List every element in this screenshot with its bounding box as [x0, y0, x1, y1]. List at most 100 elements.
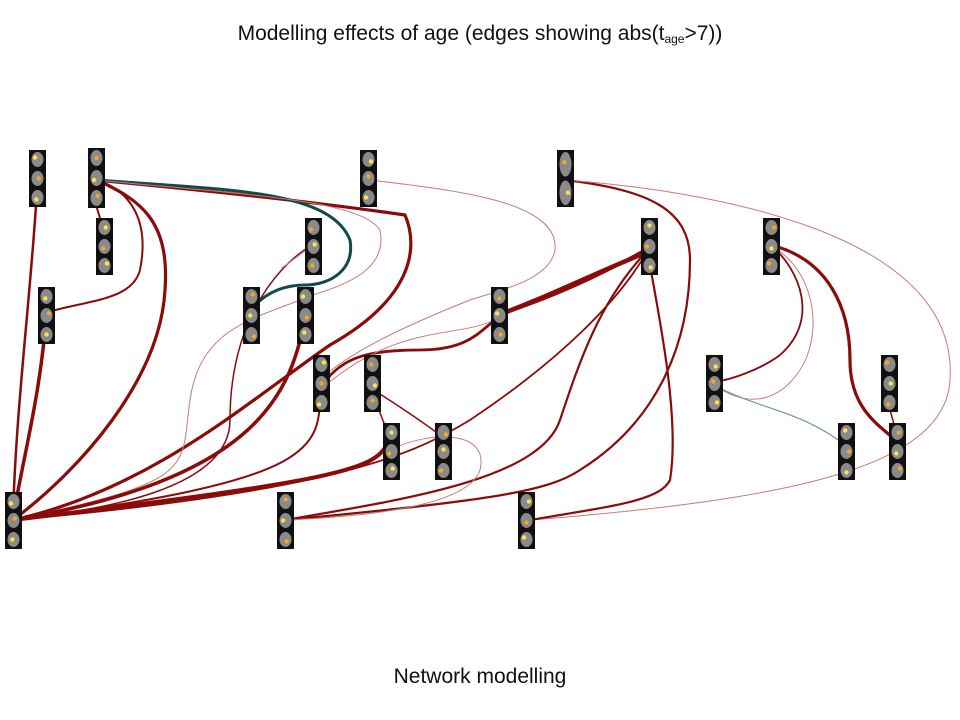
- brain-slice-icon: [90, 170, 103, 186]
- edge-19: [12, 249, 649, 521]
- activation-blob-icon: [494, 311, 500, 316]
- brain-node-n22: [277, 492, 294, 549]
- edge-7: [94, 178, 353, 307]
- activation-blob-icon: [843, 428, 848, 433]
- edge-30: [713, 384, 846, 446]
- brain-slice-icon: [520, 532, 533, 547]
- brain-node-n15: [706, 355, 723, 412]
- activation-blob-icon: [251, 334, 257, 339]
- activation-blob-icon: [280, 518, 286, 523]
- activation-blob-icon: [894, 451, 899, 456]
- brain-node-n23: [518, 492, 535, 549]
- activation-blob-icon: [713, 364, 718, 369]
- brain-slice-icon: [245, 289, 258, 304]
- brain-slice-icon: [90, 190, 103, 206]
- brain-slice-icon: [559, 180, 572, 205]
- brain-slice-icon: [437, 463, 450, 478]
- brain-slice-icon: [7, 513, 20, 528]
- edge-21: [529, 179, 951, 521]
- brain-node-n6: [305, 218, 322, 275]
- edge-14: [318, 316, 500, 390]
- activation-blob-icon: [104, 261, 110, 266]
- brain-slice-icon: [31, 190, 44, 205]
- activation-blob-icon: [372, 383, 378, 388]
- brain-slice-icon: [840, 425, 853, 440]
- activation-blob-icon: [103, 225, 108, 230]
- edge-27: [713, 249, 814, 400]
- brain-node-n5: [96, 218, 113, 275]
- activation-blob-icon: [32, 155, 38, 160]
- activation-blob-icon: [44, 332, 49, 337]
- edge-6: [11, 178, 413, 522]
- activation-blob-icon: [366, 174, 371, 179]
- brain-slice-icon: [40, 289, 53, 304]
- brain-slice-icon: [98, 239, 111, 254]
- brain-slice-icon: [98, 258, 111, 273]
- activation-blob-icon: [888, 381, 893, 386]
- brain-node-n9: [38, 287, 55, 344]
- brain-slice-icon: [315, 395, 328, 410]
- brain-slice-icon: [883, 395, 896, 410]
- activation-blob-icon: [896, 430, 901, 435]
- activation-blob-icon: [363, 195, 369, 200]
- activation-blob-icon: [300, 294, 306, 299]
- brain-slice-icon: [299, 289, 312, 304]
- activation-blob-icon: [441, 447, 446, 452]
- brain-slice-icon: [708, 357, 721, 372]
- brain-slice-icon: [307, 220, 320, 235]
- brain-node-n17: [383, 423, 400, 480]
- brain-node-n19: [838, 423, 855, 480]
- brain-slice-icon: [299, 327, 312, 342]
- activation-blob-icon: [389, 430, 394, 435]
- activation-blob-icon: [390, 466, 395, 471]
- edge-12: [11, 316, 307, 522]
- edge-8: [12, 179, 382, 521]
- footer-label: Network modelling: [393, 665, 567, 688]
- brain-slice-icon: [245, 327, 258, 342]
- activation-blob-icon: [10, 537, 15, 542]
- activation-blob-icon: [711, 379, 716, 384]
- activation-blob-icon: [248, 313, 253, 318]
- activation-blob-icon: [714, 400, 720, 405]
- brain-slice-icon: [385, 463, 398, 478]
- activation-blob-icon: [766, 261, 772, 266]
- edge-20: [283, 178, 692, 522]
- brain-node-n13: [313, 355, 330, 412]
- brain-slice-icon: [883, 357, 896, 372]
- activation-blob-icon: [886, 402, 891, 407]
- activation-blob-icon: [12, 516, 17, 521]
- brain-slice-icon: [643, 258, 656, 273]
- activation-blob-icon: [644, 244, 650, 249]
- edge-26: [284, 436, 482, 521]
- activation-blob-icon: [36, 176, 41, 181]
- activation-blob-icon: [8, 501, 14, 506]
- brain-slice-icon: [493, 308, 506, 323]
- brain-slice-icon: [315, 357, 328, 372]
- brain-slice-icon: [362, 190, 375, 205]
- activation-blob-icon: [443, 432, 449, 437]
- brain-slice-icon: [643, 239, 656, 254]
- brain-slice-icon: [279, 532, 292, 547]
- activation-blob-icon: [95, 193, 100, 199]
- activation-blob-icon: [310, 263, 315, 268]
- edge-23: [11, 438, 390, 522]
- activation-blob-icon: [34, 197, 39, 202]
- activation-blob-icon: [43, 296, 48, 301]
- brain-node-n8: [763, 218, 780, 275]
- brain-slice-icon: [31, 152, 44, 167]
- brain-slice-icon: [891, 444, 904, 459]
- brain-slice-icon: [366, 376, 379, 391]
- activation-blob-icon: [284, 539, 289, 544]
- brain-node-n1: [29, 150, 46, 207]
- activation-blob-icon: [524, 520, 529, 525]
- diagram-title: Modelling effects of age (edges showing …: [0, 22, 960, 46]
- activation-blob-icon: [438, 468, 444, 473]
- brain-slice-icon: [307, 239, 320, 254]
- activation-blob-icon: [562, 160, 567, 165]
- title-prefix: Modelling effects of age (edges showing …: [237, 22, 665, 45]
- activation-blob-icon: [386, 451, 392, 456]
- brain-node-n7: [641, 218, 658, 275]
- brain-node-n12: [491, 287, 508, 344]
- activation-blob-icon: [91, 177, 97, 183]
